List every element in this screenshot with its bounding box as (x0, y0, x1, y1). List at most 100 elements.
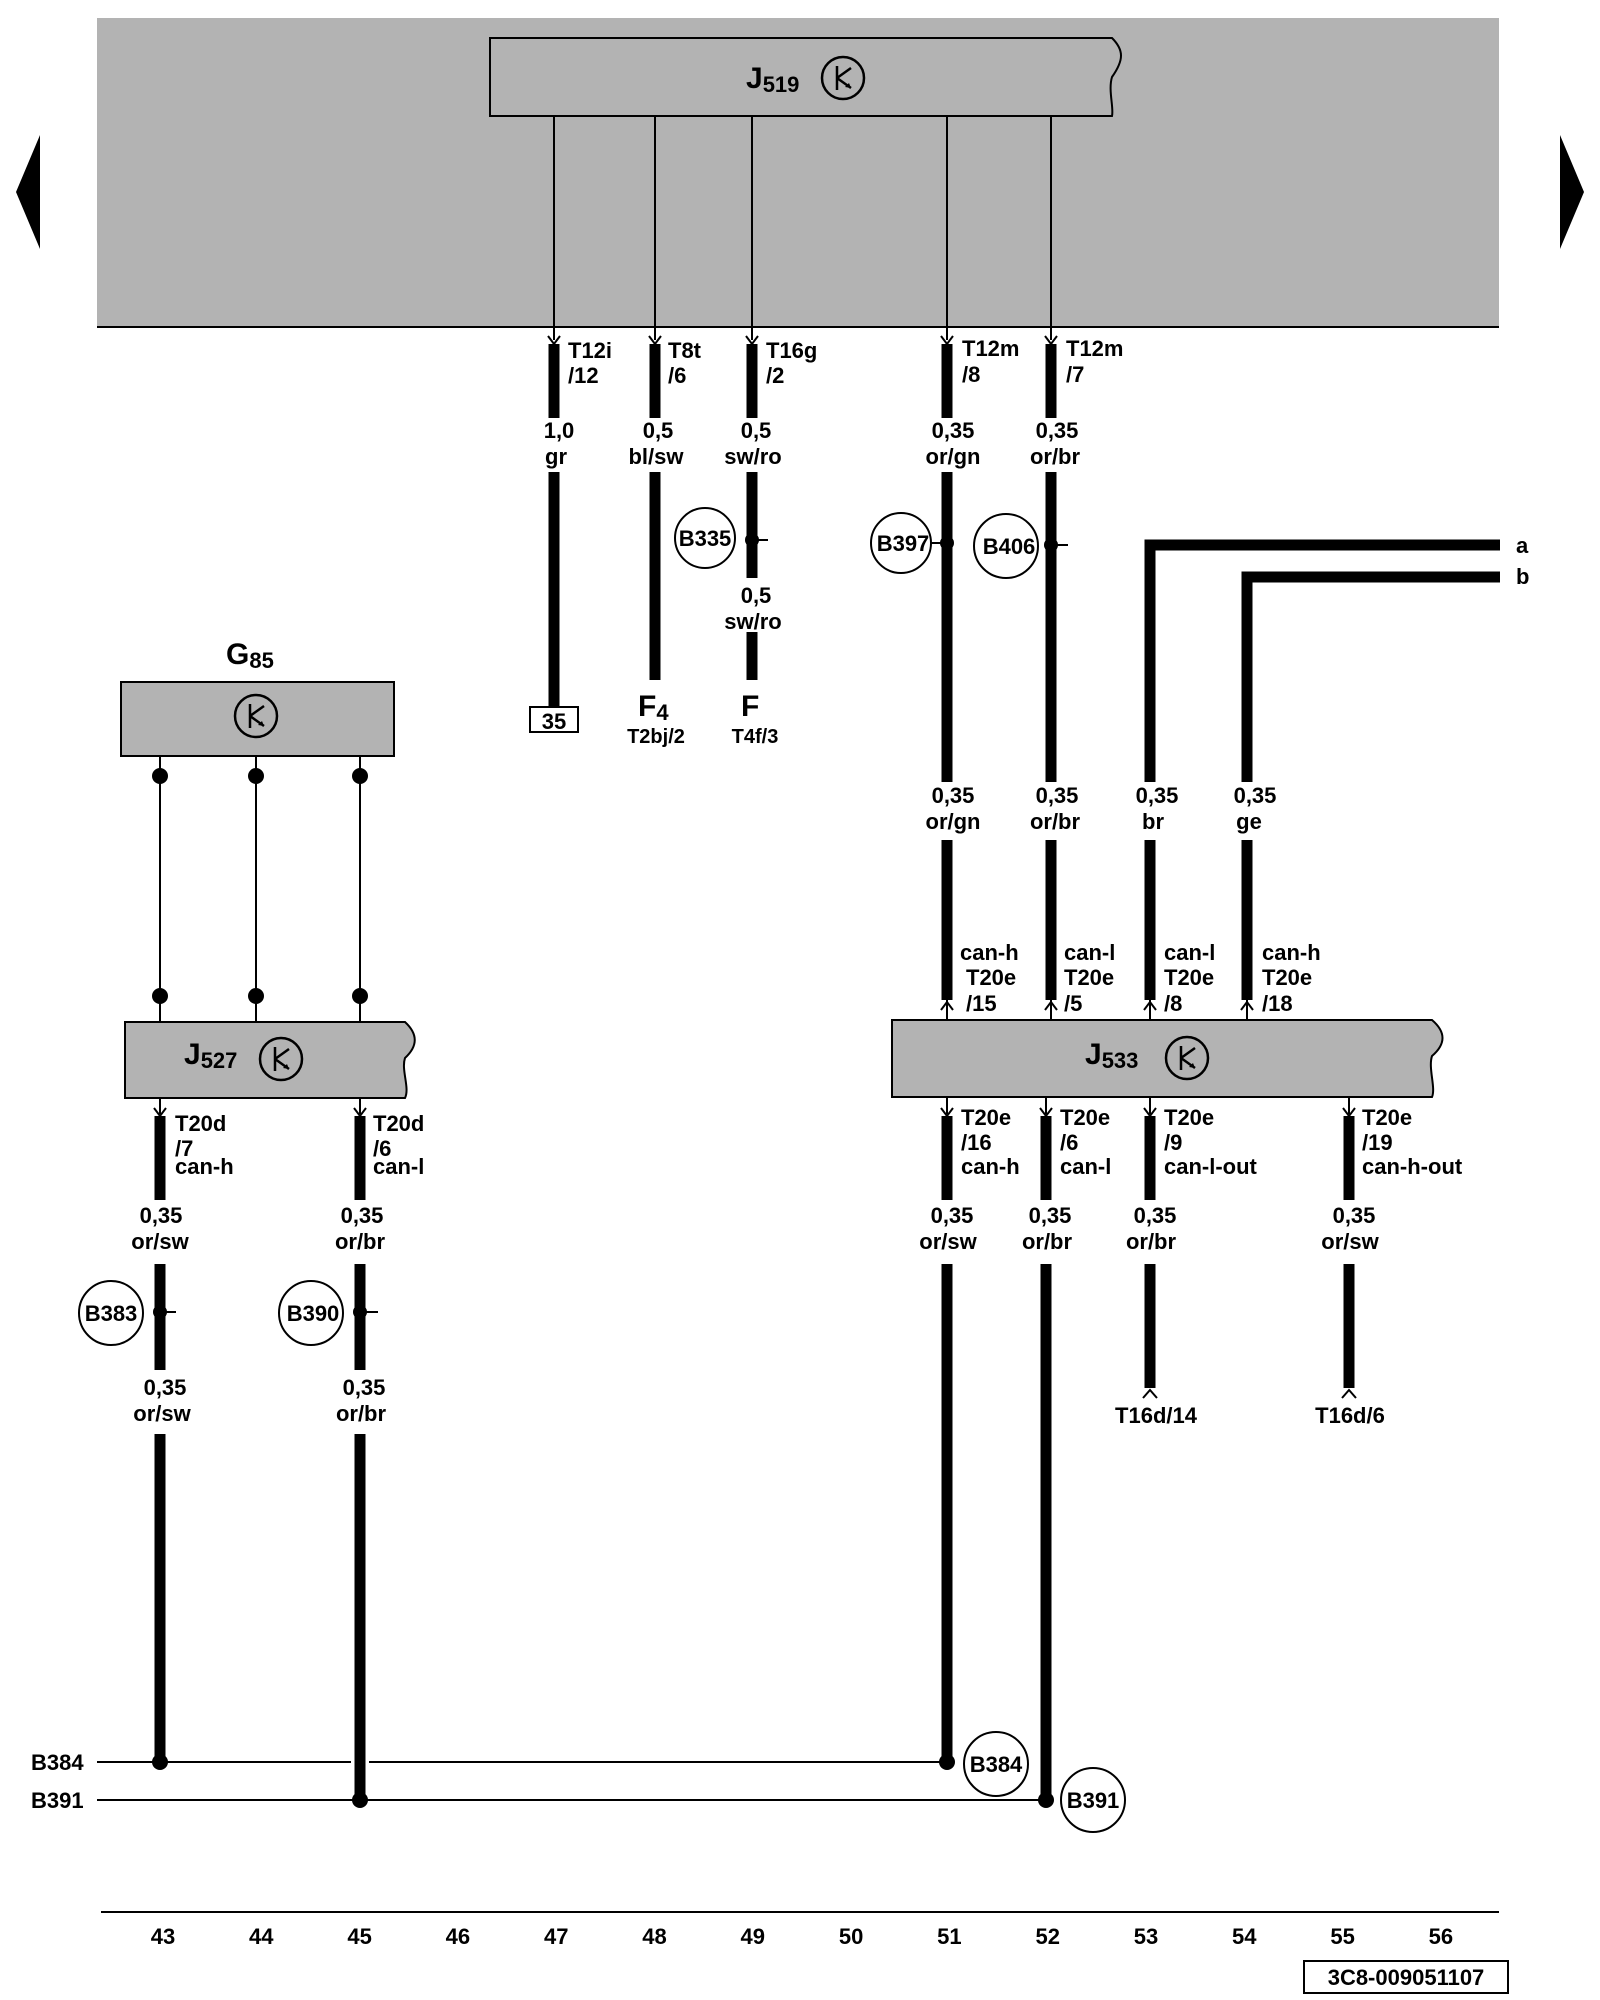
svg-text:T16d/14: T16d/14 (1115, 1403, 1198, 1428)
control-unit-j527: J527 (124, 1021, 416, 1099)
w54-color: ge (1236, 809, 1262, 834)
svg-text:/15: /15 (966, 991, 997, 1016)
j533-output-pins: T20e /16 can-h T20e /6 can-l T20e /9 can… (919, 1105, 1463, 1428)
splice-b383 (78, 1280, 144, 1346)
splice-b391 (1060, 1767, 1126, 1833)
control-unit-j533: J533 (891, 1019, 1444, 1098)
splice-b384-label: B384 (970, 1752, 1023, 1777)
svg-text:0,35: 0,35 (144, 1375, 187, 1400)
splice-b390-label: B390 (287, 1301, 340, 1326)
svg-text:or/sw: or/sw (1321, 1229, 1379, 1254)
w49-dest-ref: T4f/3 (732, 726, 779, 748)
track-number: 44 (249, 1924, 274, 1949)
track-number: 48 (642, 1924, 666, 1949)
cross-ref-b: b (1516, 564, 1529, 589)
svg-text:T20e: T20e (961, 1105, 1011, 1130)
track-number: 55 (1330, 1924, 1354, 1949)
j519-label: J519 (746, 62, 799, 97)
terminal-box-35 (529, 706, 579, 733)
track-number: 47 (544, 1924, 568, 1949)
svg-text:/16: /16 (961, 1130, 992, 1155)
svg-text:T20d: T20d (175, 1111, 226, 1136)
svg-text:/5: /5 (1064, 991, 1082, 1016)
svg-text:can-l: can-l (373, 1154, 424, 1179)
w49-size: 0,5 (741, 418, 772, 443)
w54-size: 0,35 (1234, 783, 1277, 808)
svg-text:can-h: can-h (175, 1154, 234, 1179)
svg-text:T20e: T20e (1060, 1105, 1110, 1130)
fuse-f-label: F (741, 690, 759, 723)
w49-size-2: 0,5 (741, 583, 772, 608)
svg-text:can-l-out: can-l-out (1164, 1154, 1258, 1179)
j533-label: J533 (1085, 1038, 1138, 1073)
svg-text:or/br: or/br (336, 1401, 387, 1426)
w47-color: gr (545, 444, 567, 469)
svg-text:/9: /9 (1164, 1130, 1182, 1155)
svg-text:or/br: or/br (335, 1229, 386, 1254)
track-number: 54 (1232, 1924, 1257, 1949)
track-number: 49 (741, 1924, 765, 1949)
svg-text:T20e: T20e (1262, 965, 1312, 990)
svg-text:/6: /6 (373, 1136, 391, 1161)
w47-pin: /12 (568, 363, 599, 388)
w47-connector: T12i (568, 338, 612, 363)
w53-color: br (1142, 809, 1164, 834)
diagram-id: 3C8-009051107 (1328, 1965, 1485, 1990)
bus-label-b391: B391 (31, 1788, 84, 1813)
w49-connector: T16g (766, 338, 817, 363)
w51-color-2: or/gn (926, 809, 981, 834)
splice-b397 (870, 512, 932, 574)
splice-b383-label: B383 (85, 1301, 138, 1326)
svg-text:0,35: 0,35 (341, 1203, 384, 1228)
j527-output-pins: T20d /7 can-h T20d /6 can-l 0,35 or/sw 0… (131, 1111, 424, 1426)
svg-text:0,35: 0,35 (1333, 1203, 1376, 1228)
svg-text:or/sw: or/sw (131, 1229, 189, 1254)
svg-text:0,35: 0,35 (140, 1203, 183, 1228)
g85-label: G85 (226, 638, 274, 673)
right-triangle-icon[interactable] (1560, 135, 1584, 249)
svg-text:0,35: 0,35 (1134, 1203, 1177, 1228)
splice-b335 (674, 507, 736, 569)
svg-text:can-l: can-l (1064, 940, 1115, 965)
track-number: 53 (1134, 1924, 1158, 1949)
svg-text:/8: /8 (1164, 991, 1182, 1016)
fuse-f4-label: F4 (638, 690, 669, 725)
svg-text:or/br: or/br (1022, 1229, 1073, 1254)
svg-text:/19: /19 (1362, 1130, 1393, 1155)
w47-size: 1,0 (544, 418, 575, 443)
j527-label: J527 (184, 1038, 237, 1073)
splice-b384 (963, 1731, 1029, 1797)
svg-text:can-h-out: can-h-out (1362, 1154, 1463, 1179)
left-triangle-icon[interactable] (16, 135, 40, 249)
track-number: 45 (347, 1924, 371, 1949)
w48-pin: /6 (668, 363, 686, 388)
w48-color: bl/sw (628, 444, 684, 469)
svg-text:T20e: T20e (1164, 965, 1214, 990)
splice-b335-label: B335 (679, 526, 732, 551)
splice-b406 (973, 513, 1039, 579)
svg-text:or/sw: or/sw (133, 1401, 191, 1426)
control-unit-j519: J519 (489, 37, 1122, 117)
w51-size-2: 0,35 (932, 783, 975, 808)
sensor-g85 (120, 681, 395, 757)
svg-text:can-h: can-h (1262, 940, 1321, 965)
track-number: 50 (839, 1924, 863, 1949)
svg-text:can-l: can-l (1060, 1154, 1111, 1179)
svg-text:T16d/6: T16d/6 (1315, 1403, 1385, 1428)
svg-text:or/sw: or/sw (919, 1229, 977, 1254)
diagram-id-box (1303, 1960, 1509, 1994)
svg-text:can-l: can-l (1164, 940, 1215, 965)
cross-ref-a: a (1516, 533, 1529, 558)
splice-b406-label: B406 (983, 534, 1036, 559)
svg-text:/18: /18 (1262, 991, 1293, 1016)
svg-text:0,35: 0,35 (1029, 1203, 1072, 1228)
w52-pin: /7 (1066, 362, 1084, 387)
terminal-35-label: 35 (542, 709, 566, 734)
track-number: 51 (937, 1924, 961, 1949)
svg-text:/7: /7 (175, 1136, 193, 1161)
svg-text:can-h: can-h (961, 1154, 1020, 1179)
w51-connector: T12m (962, 336, 1019, 361)
track-number: 46 (446, 1924, 470, 1949)
svg-text:T20e: T20e (966, 965, 1016, 990)
